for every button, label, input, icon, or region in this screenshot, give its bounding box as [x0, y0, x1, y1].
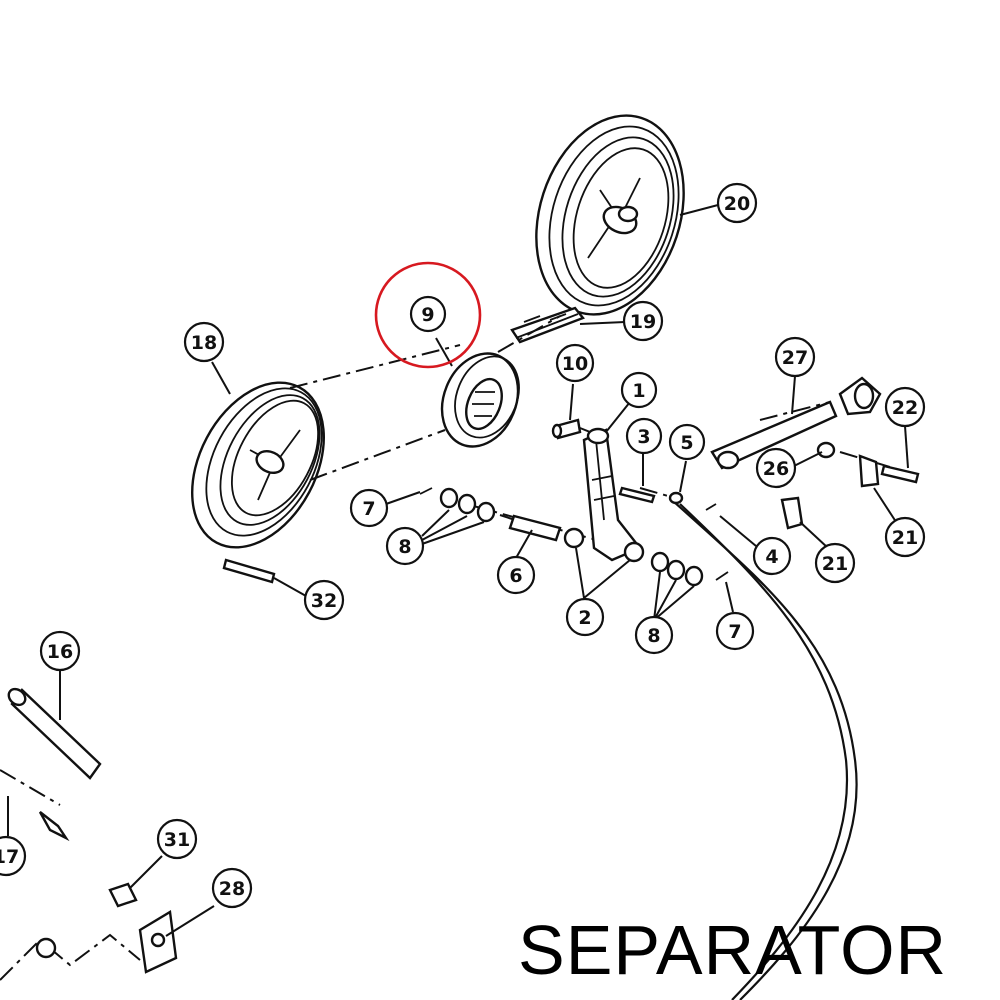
- callout-26: 26: [755, 447, 797, 489]
- callout-31: 31: [156, 818, 198, 860]
- bushing-2-left: [563, 527, 585, 549]
- nut-5: [668, 491, 684, 505]
- callouts: 20 9 19 18 10 1 27 3 5 22 26 7 8 6 4 21 …: [0, 182, 926, 909]
- svg-text:7: 7: [362, 498, 375, 520]
- svg-text:16: 16: [47, 641, 73, 663]
- drive-belt-inner: [679, 503, 849, 1000]
- svg-text:4: 4: [765, 546, 778, 568]
- callout-6: 6: [496, 555, 536, 595]
- cotter-pin-4: [705, 503, 717, 511]
- callout-2: 2: [565, 597, 605, 637]
- callout-22: 22: [884, 386, 926, 428]
- svg-text:7: 7: [728, 621, 741, 643]
- tube-16: [7, 687, 102, 780]
- bracket-21-left: [780, 496, 804, 530]
- callout-17: 17: [0, 835, 27, 877]
- callout-27: 27: [774, 336, 816, 378]
- washer-set-8-lower: [650, 551, 704, 587]
- svg-text:2: 2: [578, 607, 591, 629]
- callout-4: 4: [752, 536, 792, 576]
- callout-7-lower: 7: [715, 611, 755, 651]
- callout-20: 20: [716, 182, 758, 224]
- drive-belt: [671, 499, 858, 1000]
- callout-19: 19: [622, 300, 664, 342]
- svg-text:10: 10: [562, 353, 588, 375]
- svg-text:22: 22: [892, 397, 918, 419]
- svg-text:8: 8: [398, 536, 411, 558]
- svg-text:27: 27: [782, 347, 808, 369]
- idler-pulley-9: [440, 352, 520, 448]
- svg-text:3: 3: [637, 426, 650, 448]
- svg-text:32: 32: [311, 590, 337, 612]
- svg-text:19: 19: [630, 311, 656, 333]
- pin-32: [222, 558, 276, 584]
- callout-32: 32: [303, 579, 345, 621]
- bracket-28: [138, 910, 178, 974]
- svg-text:8: 8: [647, 625, 660, 647]
- svg-text:6: 6: [509, 565, 522, 587]
- svg-text:21: 21: [892, 527, 918, 549]
- callout-7-upper: 7: [349, 488, 389, 528]
- svg-text:20: 20: [724, 193, 750, 215]
- callout-5: 5: [668, 423, 706, 461]
- svg-text:9: 9: [421, 304, 434, 326]
- pulley-18: [191, 381, 325, 549]
- link-27: [710, 376, 882, 470]
- callout-8-upper: 8: [385, 526, 425, 566]
- callout-9: 9: [409, 295, 447, 333]
- diagram-title: SEPARATOR: [518, 911, 948, 989]
- highlight-ring: [374, 261, 482, 369]
- block-31: [108, 882, 138, 908]
- nut-26: [816, 441, 836, 459]
- pulley-20: [535, 114, 685, 316]
- bushing-2-right: [623, 541, 645, 563]
- callout-10: 10: [555, 343, 595, 383]
- shaft-6: [508, 514, 562, 542]
- clip-7-lower: [715, 571, 729, 581]
- bearing-lower-left: [35, 937, 57, 959]
- svg-text:28: 28: [219, 878, 245, 900]
- bolt-10: [551, 418, 582, 440]
- bracket-21-right: [858, 454, 880, 488]
- callout-1: 1: [620, 371, 658, 409]
- callout-16: 16: [39, 630, 81, 672]
- svg-text:26: 26: [763, 458, 789, 480]
- belt-guide-19: [510, 306, 585, 344]
- shaft-17: [38, 811, 70, 842]
- clip-7-upper: [419, 487, 433, 495]
- svg-text:18: 18: [191, 332, 217, 354]
- callout-28: 28: [211, 867, 253, 909]
- callout-21-left: 21: [814, 542, 856, 584]
- svg-text:1: 1: [632, 380, 645, 402]
- washer-set-8-upper: [439, 487, 496, 523]
- leader-lines: [7, 204, 909, 937]
- svg-text:17: 17: [0, 846, 19, 868]
- pin-3: [618, 486, 656, 504]
- callout-3: 3: [625, 417, 663, 455]
- svg-text:21: 21: [822, 553, 848, 575]
- callout-8-lower: 8: [634, 615, 674, 655]
- callout-21-right: 21: [884, 516, 926, 558]
- callout-18: 18: [183, 321, 225, 363]
- bolt-22: [880, 464, 920, 484]
- svg-text:5: 5: [680, 432, 693, 454]
- svg-text:31: 31: [164, 829, 190, 851]
